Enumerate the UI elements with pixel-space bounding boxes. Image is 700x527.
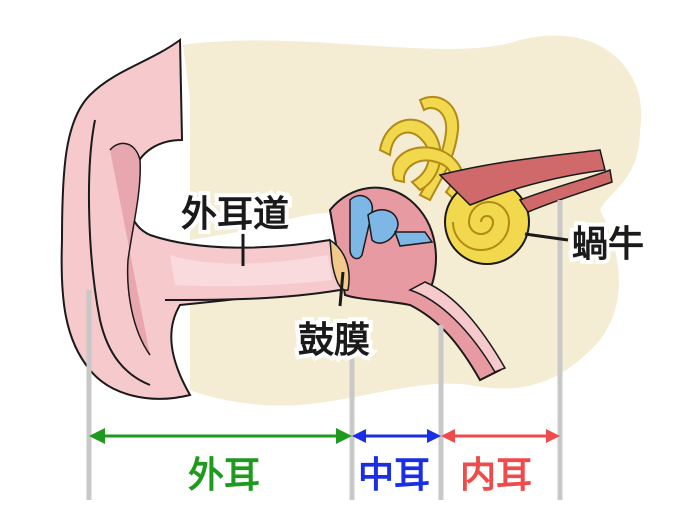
region-inner-ear-arrow (441, 429, 560, 443)
auditory-nerve (438, 149, 606, 206)
cochlea-leader (524, 232, 569, 242)
label-cochlea: 蝸牛 (572, 224, 644, 265)
ear-canal-top-edge (149, 234, 331, 249)
eardrum-leader (338, 271, 345, 307)
region-label-outer-ear: 外耳 (188, 455, 260, 496)
label-ear-canal: 外耳道 (181, 194, 289, 235)
region-guide-lines (86, 200, 563, 500)
region-middle-ear-arrow (352, 429, 441, 443)
label-eardrum: 鼓膜 (298, 320, 370, 361)
region-label-middle-ear: 中耳 (358, 455, 430, 496)
eardrum (329, 238, 350, 291)
pinna-fold (87, 119, 151, 386)
semicircular-canals (378, 95, 465, 202)
pinna-inner-fold (109, 142, 151, 356)
pinna (60, 38, 329, 400)
region-outer-ear-arrow (89, 428, 352, 444)
ossicle-stapes (393, 231, 434, 247)
ossicle-malleus (349, 194, 374, 260)
auditory-nerve-lower (518, 168, 613, 213)
ear-canal-wall (170, 255, 332, 287)
region-label-inner-ear: 内耳 (460, 455, 532, 496)
ear-canal-bottom-edge (164, 289, 341, 301)
ossicle-incus (367, 209, 399, 244)
eustachian-tube (408, 281, 507, 373)
